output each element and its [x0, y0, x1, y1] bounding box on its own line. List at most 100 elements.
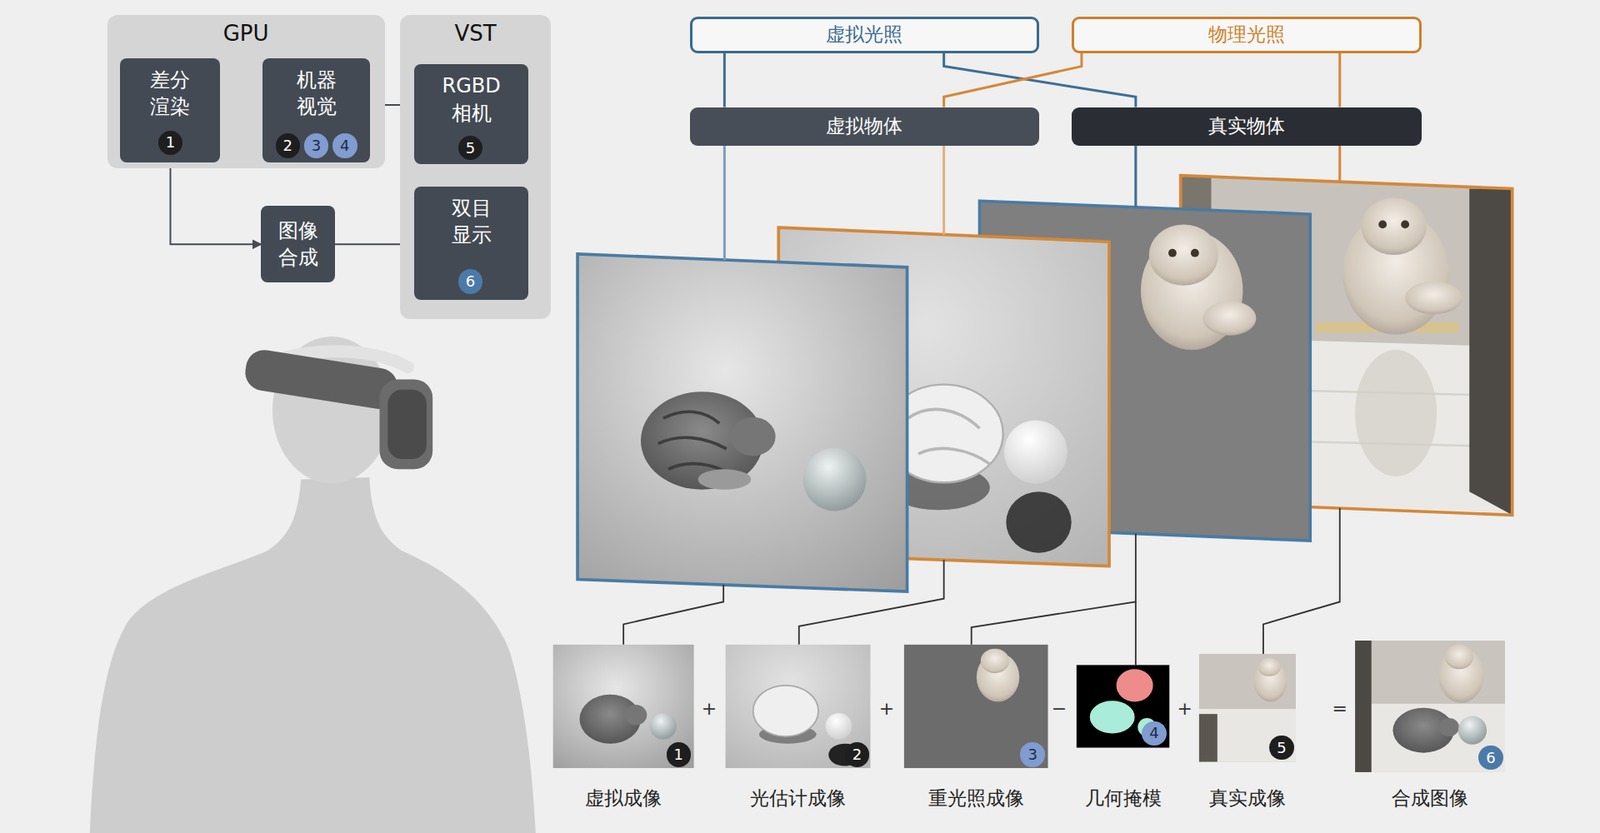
person-figure	[90, 336, 536, 833]
leader-line	[971, 533, 1136, 645]
box-label: 物理光照	[1208, 21, 1285, 48]
object-label-box: 真实物体	[1071, 107, 1422, 147]
thumbnail-image	[1199, 654, 1296, 763]
caption: 几何掩模	[1085, 785, 1162, 812]
box-label: 双目 显示	[451, 195, 492, 250]
leader-line	[623, 585, 724, 645]
caption: 虚拟成像	[585, 785, 662, 812]
caption: 合成图像	[1391, 785, 1469, 812]
person-figure	[242, 347, 400, 412]
real-photo-layer	[1378, 220, 1387, 229]
image-thumbnail: 光估计成像2	[725, 645, 871, 769]
person-figure	[387, 390, 427, 460]
process-box: 双目 显示 6	[414, 186, 529, 300]
callout-text: 5	[1276, 740, 1286, 756]
panel-title: VST	[400, 20, 551, 49]
lighting-label-box: 虚拟光照	[690, 16, 1040, 54]
object-label-box: 虚拟物体	[690, 107, 1040, 147]
caption: 重光照成像	[928, 785, 1025, 812]
light-estimate-layer	[1004, 420, 1068, 484]
thumbnail-image	[650, 713, 677, 740]
hardware-panel: GPU差分 渲染1机器 视觉234	[107, 15, 385, 169]
callout-number: 5	[1269, 735, 1294, 760]
real-photo-layer	[1469, 189, 1512, 516]
image-thumbnail: 虚拟成像1	[553, 645, 695, 769]
box-label: RGBD 相机	[442, 72, 501, 127]
leader-line	[1263, 508, 1340, 655]
connector	[723, 53, 726, 108]
virtual-render-layer	[698, 469, 752, 490]
thumbnail-image	[1439, 718, 1460, 737]
virtual-render-layer	[571, 249, 914, 599]
image-thumbnail: 重光照成像3	[904, 645, 1049, 769]
callout-text: 2	[283, 138, 293, 154]
light-estimate-layer	[1005, 491, 1071, 553]
leader-line	[1135, 601, 1137, 665]
operator-sign: =	[1332, 697, 1348, 719]
thumbnail-image	[904, 645, 1049, 769]
process-box: 机器 视觉234	[262, 58, 371, 163]
process-box: 图像 合成	[260, 205, 335, 283]
thumbnail-image	[1199, 714, 1218, 763]
box-label: 虚拟光照	[825, 21, 903, 48]
thumbnail-image	[1076, 665, 1170, 748]
thumbnail-image	[1258, 658, 1281, 677]
thumbnail-image	[825, 713, 853, 740]
image-thumbnail: 合成图像6	[1355, 640, 1505, 773]
real-photo-layer	[1400, 220, 1410, 229]
thumbnail-image	[553, 645, 695, 769]
hardware-panel: VST RGBD 相机 5 双目 显示 6	[400, 15, 551, 320]
image-thumbnail: 真实成像5	[1199, 654, 1296, 763]
process-box: RGBD 相机 5	[414, 64, 529, 165]
callout-text: 3	[311, 138, 321, 154]
relit-layer	[1168, 249, 1177, 258]
thumbnail-image	[553, 640, 1505, 773]
leader-line	[1134, 145, 1137, 207]
box-label: 图像 合成	[278, 217, 319, 272]
callout-text: 2	[852, 747, 862, 763]
leader-line	[799, 560, 945, 645]
thumbnail-image	[753, 685, 819, 737]
relit-layer	[1190, 249, 1200, 258]
operator-sign: +	[1176, 697, 1192, 719]
callout-number: 2	[845, 742, 870, 767]
leader-line	[942, 145, 945, 235]
virtual-render-layer	[571, 249, 914, 599]
leader-line	[623, 145, 1340, 665]
operator-sign: +	[879, 697, 895, 719]
virtual-render-layer	[577, 254, 908, 592]
real-photo-layer	[1360, 198, 1426, 256]
virtual-render-layer	[730, 417, 776, 457]
callout-text: 4	[340, 138, 350, 154]
thumbnail-image	[1090, 700, 1135, 734]
image-thumbnail: 几何掩模4	[1076, 665, 1170, 748]
person-figure	[380, 380, 434, 470]
box-label: 虚拟物体	[825, 113, 903, 140]
callout-number: 1	[666, 742, 691, 767]
callout-number: 6	[458, 269, 483, 294]
callout-number: 6	[1478, 745, 1503, 770]
real-photo-layer	[1355, 350, 1437, 477]
connector	[944, 53, 1082, 108]
virtual-render-layer	[803, 448, 867, 512]
thumbnail-image	[980, 649, 1010, 674]
caption: 光估计成像	[750, 785, 846, 812]
callout-number: 5	[458, 135, 483, 160]
light-estimate-layer	[908, 409, 990, 465]
thumbnail-image	[1458, 716, 1487, 745]
process-box: 差分 渲染1	[120, 58, 220, 163]
thumbnail-image	[624, 705, 647, 725]
callout-number: 3	[304, 133, 329, 158]
operator-sign: −	[1051, 697, 1067, 719]
caption: 真实成像	[1209, 785, 1286, 812]
thumbnail-image	[1355, 704, 1505, 773]
callout-number: 2	[275, 133, 300, 158]
thumbnail-image	[1199, 654, 1296, 763]
box-label: 差分 渲染	[150, 66, 190, 121]
thumbnail-image	[1445, 645, 1474, 670]
connector	[170, 162, 261, 245]
callout-text: 1	[674, 747, 684, 763]
callout-text: 3	[1027, 747, 1037, 763]
real-photo-layer	[1405, 281, 1463, 315]
